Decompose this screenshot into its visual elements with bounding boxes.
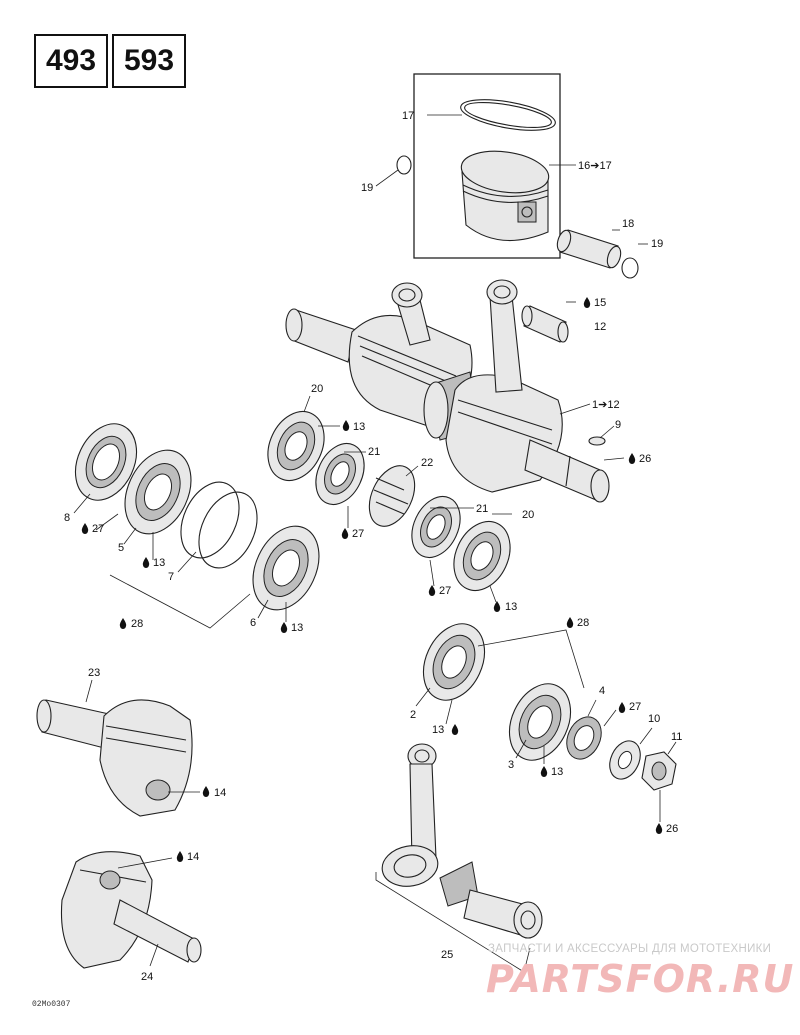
callout-22: 22 [421,457,433,469]
callout-21: 21 [368,446,380,458]
oil-drop-icon [81,523,89,534]
lubricant-drop-icons [81,297,663,862]
model-number: 593 [123,44,175,77]
ball-bearing [124,449,192,535]
oil-drop-icon [655,823,663,834]
callout-13: 13 [291,622,303,634]
callout-13: 13 [551,766,563,778]
piston-kit-frame [413,73,561,259]
callout-11: 11 [671,731,682,743]
piston-ring [460,99,556,131]
oil-drop-icon [428,585,436,596]
callout-20: 20 [522,509,534,521]
callout-9: 9 [615,419,621,431]
washer [609,740,641,780]
callout-13: 13 [505,601,517,613]
ring [198,491,258,569]
ball-bearing [508,683,572,761]
callout-13: 13 [153,557,165,569]
hex-nut [641,751,677,791]
callout-28: 28 [131,618,143,630]
callout-20: 20 [311,383,323,395]
callout-21: 21 [476,503,488,515]
callout-28: 28 [577,617,589,629]
callout-14: 14 [214,787,226,799]
oil-seal [74,423,138,501]
callout-labels: 17 16➔17 19 18 19 15 12 1➔12 9 26 20 13 … [64,110,682,983]
callout-14: 14 [187,851,199,863]
callout-12: 12 [594,321,606,333]
oil-drop-icon [341,528,349,539]
callout-5: 5 [118,542,124,554]
oil-drop-icon [583,297,591,308]
needle-bearing [521,305,569,343]
callout-19: 19 [361,182,373,194]
model-box-593: 593 [112,34,186,88]
oil-drop-icon [451,724,459,735]
circlip [396,155,412,175]
piston-pin [556,229,622,269]
leader-lines [73,114,677,973]
callout-1-12: 1➔12 [592,399,620,411]
oil-seal [411,495,461,559]
callout-17: 17 [402,110,414,122]
callout-7: 7 [168,571,174,583]
oil-seal [566,716,602,760]
callout-2: 2 [410,709,416,721]
ball-bearing [422,623,486,701]
callout-8: 8 [64,512,70,524]
model-number: 493 [45,44,97,77]
oil-drop-icon [628,453,636,464]
watermark-logo: PARTSFOR.RU [486,957,795,1001]
callout-27: 27 [352,528,364,540]
ball-bearing [453,521,511,591]
drive-gear [368,465,416,527]
oil-drop-icon [342,420,350,431]
oil-drop-icon [119,618,127,629]
callout-23: 23 [88,667,100,679]
oil-drop-icon [540,766,548,777]
oil-drop-icon [493,601,501,612]
watermark-caption: ЗАПЧАСТИ И АКСЕССУАРЫ ДЛЯ МОТОТЕХНИКИ [488,943,772,955]
callout-25: 25 [441,949,453,961]
connecting-rod [381,743,543,939]
callout-26: 26 [639,453,651,465]
callout-3: 3 [508,759,514,771]
ring [180,481,240,559]
oil-drop-icon [280,622,288,633]
model-box-493: 493 [34,34,108,88]
callout-4: 4 [599,685,605,697]
callout-24: 24 [141,971,153,983]
oil-drop-icon [202,786,210,797]
callout-27: 27 [92,523,104,535]
callout-6: 6 [250,617,256,629]
callout-27: 27 [439,585,451,597]
oil-drop-icon [176,851,184,862]
callout-27: 27 [629,701,641,713]
circlip [621,257,639,279]
ball-bearing [252,525,320,611]
piston [460,150,550,242]
oil-drop-icon [618,702,626,713]
callout-10: 10 [648,713,660,725]
ball-bearing [267,411,325,481]
callout-15: 15 [594,297,606,309]
callout-19: 19 [651,238,663,250]
crankshaft-assembly [285,279,610,503]
woodruff-key [588,436,606,446]
crankshaft-half [60,851,202,969]
oil-drop-icon [142,557,150,568]
callout-13: 13 [432,724,444,736]
oil-drop-icon [566,617,574,628]
callout-26: 26 [666,823,678,835]
crankshaft-half [36,699,193,817]
oil-seal [315,442,365,506]
callout-16-17: 16➔17 [578,160,612,172]
callout-13: 13 [353,421,365,433]
callout-18: 18 [622,218,634,230]
reference-code: 02Mo0307 [32,1000,71,1009]
